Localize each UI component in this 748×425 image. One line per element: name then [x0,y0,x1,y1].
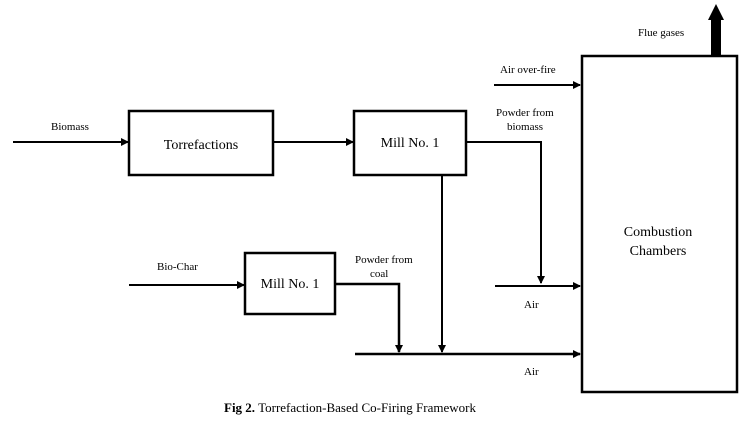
mill-block-top [352,109,468,177]
powder-coal-label-2: coal [370,268,388,280]
flue-gases-label: Flue gases [638,27,684,39]
mill-block-bottom [243,251,337,316]
powder-coal-line [335,282,403,353]
air-over-fire-label: Air over-fire [500,64,556,76]
powder-biomass-label-1: Powder from [496,107,554,119]
biomass-label: Biomass [51,121,89,133]
air-mid-label: Air [524,299,539,311]
flue-gas-arrowhead [708,4,724,20]
combustion-label-line2: Chambers [630,244,687,259]
powder-biomass-line [466,141,545,284]
torrefaction-label: Torrefactions [164,138,238,153]
mill-bottom-label: Mill No. 1 [261,277,320,292]
powder-coal-label-1: Powder from [355,254,413,266]
flue-gas-stack [711,18,721,56]
combustion-chamber-block [580,54,739,394]
powder-biomass-label-2: biomass [507,121,543,133]
figure-caption: Fig 2. Torrefaction-Based Co-Firing Fram… [224,400,476,415]
torrefaction-block [127,109,275,177]
caption-text: Torrefaction-Based Co-Firing Framework [255,400,476,415]
caption-prefix: Fig 2. [224,400,255,415]
combustion-label-line1: Combustion [624,225,692,240]
bio-char-label: Bio-Char [157,261,198,273]
air-bottom-label: Air [524,366,539,378]
mill-top-label: Mill No. 1 [381,136,440,151]
